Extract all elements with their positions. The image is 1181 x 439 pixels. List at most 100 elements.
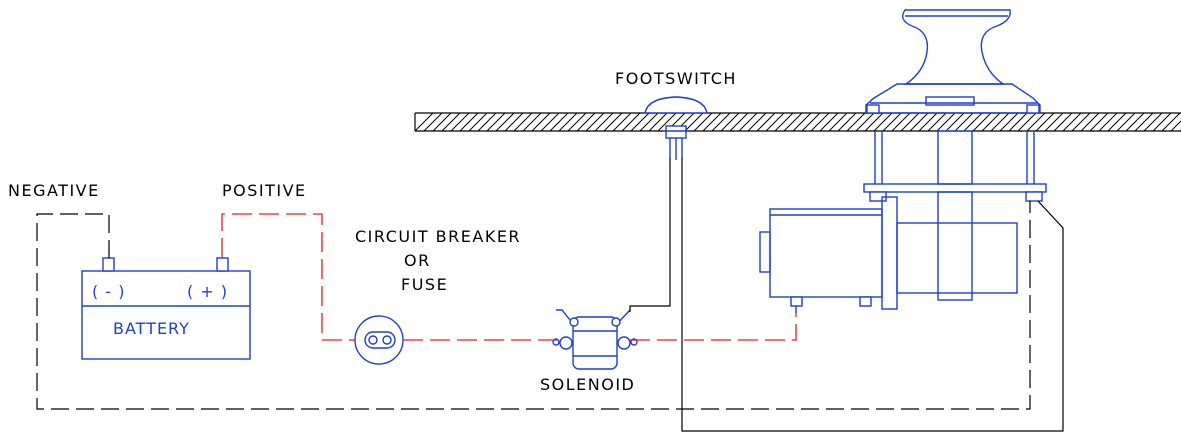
hatch-line xyxy=(504,112,524,132)
positive-label: POSITIVE xyxy=(222,181,307,200)
hatch-line xyxy=(432,112,452,132)
hatch-line xyxy=(657,112,677,132)
hatch-line xyxy=(558,112,578,132)
hatch-line xyxy=(495,112,515,132)
battery: ( - ) ( + ) BATTERY xyxy=(81,257,251,360)
battery-positive-symbol: ( + ) xyxy=(187,282,228,301)
hatch-line xyxy=(846,112,866,132)
hatch-line xyxy=(468,112,488,132)
hatch-line xyxy=(801,112,821,132)
hatch-line xyxy=(1026,112,1046,132)
circuit-breaker-label: CIRCUIT BREAKER xyxy=(355,227,521,246)
hatch-line xyxy=(999,112,1019,132)
deck-hatching xyxy=(414,112,1181,132)
hatch-line xyxy=(576,112,596,132)
battery-negative-symbol: ( - ) xyxy=(92,282,125,301)
solenoid-label: SOLENOID xyxy=(540,375,635,394)
hatch-line xyxy=(1107,112,1127,132)
hatch-line xyxy=(855,112,875,132)
fuse-label: FUSE xyxy=(401,275,448,294)
hatch-line xyxy=(450,112,470,132)
hatch-line xyxy=(783,112,803,132)
deck xyxy=(414,112,1181,132)
footswitch xyxy=(644,96,708,160)
footswitch-label: FOOTSWITCH xyxy=(615,69,737,88)
hatch-line xyxy=(441,112,461,132)
hatch-line xyxy=(621,112,641,132)
hatch-line xyxy=(1053,112,1073,132)
hatch-line xyxy=(630,112,650,132)
switch-wiring xyxy=(629,157,1064,432)
hatch-line xyxy=(540,112,560,132)
hatch-line xyxy=(1062,112,1082,132)
solenoid-terminals xyxy=(552,317,638,350)
hatch-line xyxy=(1008,112,1028,132)
hatch-line xyxy=(459,112,479,132)
hatch-line xyxy=(513,112,533,132)
hatch-line xyxy=(594,112,614,132)
hatch-line xyxy=(990,112,1010,132)
hatch-line xyxy=(423,112,443,132)
hatch-line xyxy=(1044,112,1064,132)
hatch-line xyxy=(693,112,713,132)
hatch-line xyxy=(522,112,542,132)
hatch-line xyxy=(873,112,893,132)
hatch-line xyxy=(810,112,830,132)
hatch-line xyxy=(1125,112,1145,132)
battery-label: BATTERY xyxy=(113,319,190,338)
or-label: OR xyxy=(404,251,431,270)
hatch-line xyxy=(477,112,497,132)
hatch-line xyxy=(765,112,785,132)
hatch-line xyxy=(603,112,623,132)
hatch-line xyxy=(1134,112,1154,132)
hatch-line xyxy=(1089,112,1109,132)
hatch-line xyxy=(1152,112,1172,132)
hatch-line xyxy=(648,112,668,132)
hatch-line xyxy=(972,112,992,132)
hatch-line xyxy=(945,112,965,132)
hatch-line xyxy=(531,112,551,132)
windlass xyxy=(759,9,1047,313)
hatch-line xyxy=(1116,112,1136,132)
hatch-line xyxy=(936,112,956,132)
hatch-line xyxy=(729,112,749,132)
hatch-line xyxy=(486,112,506,132)
hatch-line xyxy=(549,112,569,132)
hatch-line xyxy=(963,112,983,132)
solenoid xyxy=(552,309,638,370)
positive-wiring xyxy=(221,213,797,341)
hatch-line xyxy=(639,112,659,132)
hatch-line xyxy=(828,112,848,132)
hatch-line xyxy=(567,112,587,132)
hatch-line xyxy=(756,112,776,132)
hatch-line xyxy=(1071,112,1091,132)
hatch-line xyxy=(1080,112,1100,132)
hatch-line xyxy=(891,112,911,132)
hatch-line xyxy=(927,112,947,132)
hatch-line xyxy=(954,112,974,132)
hatch-line xyxy=(900,112,920,132)
hatch-line xyxy=(837,112,857,132)
hatch-line xyxy=(1143,112,1163,132)
hatch-line xyxy=(918,112,938,132)
circuit-breaker xyxy=(354,315,404,365)
hatch-line xyxy=(1035,112,1055,132)
hatch-line xyxy=(612,112,632,132)
hatch-line xyxy=(1161,112,1181,132)
hatch-line xyxy=(981,112,1001,132)
hatch-line xyxy=(792,112,812,132)
hatch-line xyxy=(414,112,434,132)
hatch-line xyxy=(774,112,794,132)
hatch-line xyxy=(882,112,902,132)
hatch-line xyxy=(1098,112,1118,132)
hatch-line xyxy=(585,112,605,132)
negative-wiring xyxy=(36,201,1031,410)
hatch-line xyxy=(684,112,704,132)
hatch-line xyxy=(711,112,731,132)
hatch-line xyxy=(1017,112,1037,132)
hatch-line xyxy=(1170,120,1181,132)
negative-label: NEGATIVE xyxy=(8,181,100,200)
hatch-line xyxy=(819,112,839,132)
hatch-line xyxy=(864,112,884,132)
